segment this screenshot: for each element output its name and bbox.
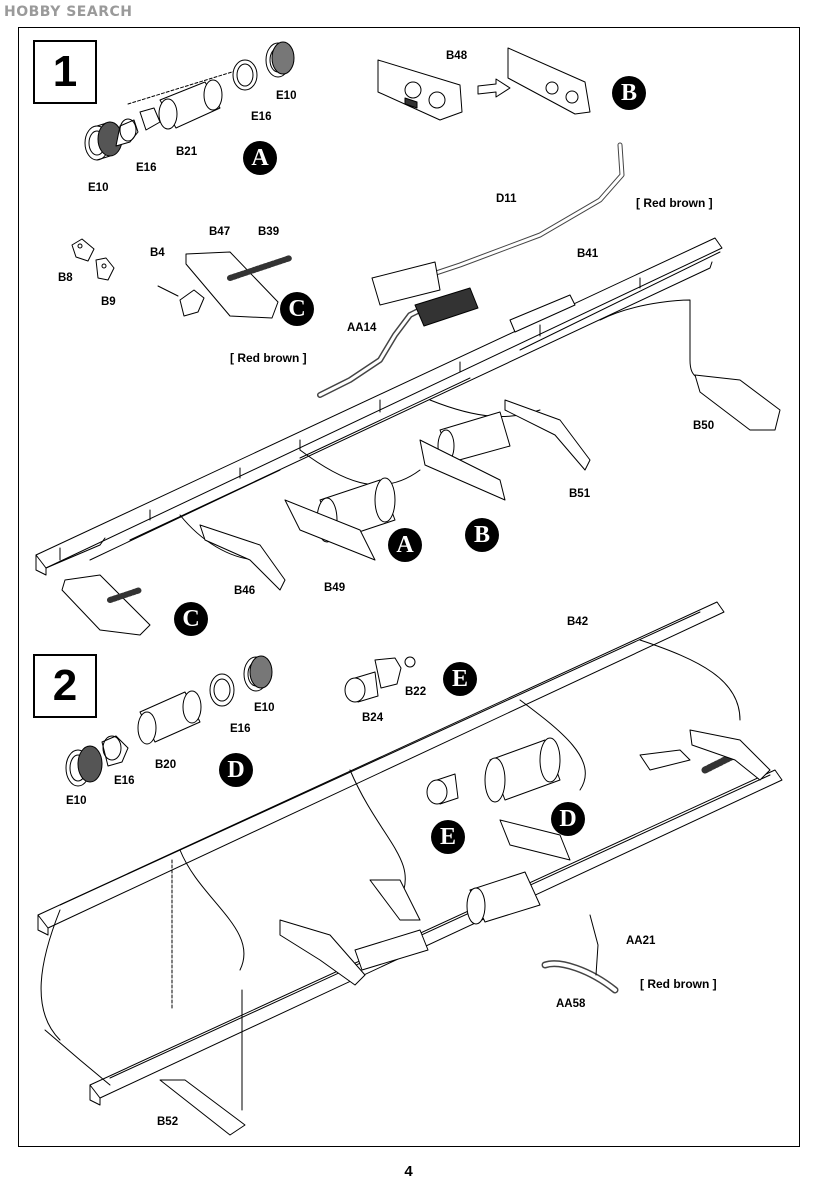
red-brown-note: [ Red brown ] — [636, 196, 713, 210]
callout-b: B — [465, 518, 499, 552]
part-e16-label: E16 — [251, 111, 272, 123]
callout-c: C — [280, 292, 314, 326]
b8-b9-drawing — [72, 239, 114, 280]
callout-d: D — [551, 802, 585, 836]
part-e10-label: E10 — [66, 795, 87, 807]
part-e16-label: E16 — [230, 723, 251, 735]
part-aa21-label: AA21 — [626, 935, 656, 947]
step-2-badge: 2 — [33, 654, 97, 718]
callout-a: A — [243, 141, 277, 175]
callout-e: E — [443, 662, 477, 696]
watermark-logo: HOBBY SEARCH — [4, 4, 133, 20]
part-b48-label: B48 — [446, 50, 468, 62]
callout-e: E — [431, 820, 465, 854]
part-aa14-label: AA14 — [347, 322, 377, 334]
subassembly-a-drawing — [85, 42, 294, 160]
part-b20-label: B20 — [155, 759, 177, 771]
part-b4-label: B4 — [150, 247, 165, 259]
part-b39-label: B39 — [258, 226, 280, 238]
frame-1-drawing — [36, 238, 780, 635]
b48-bracket-drawing — [378, 48, 590, 120]
part-e10-label: E10 — [88, 182, 109, 194]
part-b52-label: B52 — [157, 1116, 179, 1128]
part-b21-label: B21 — [176, 146, 198, 158]
page-number: 4 — [404, 1163, 413, 1180]
red-brown-note: [ Red brown ] — [640, 977, 717, 991]
part-b47-label: B47 — [209, 226, 231, 238]
part-e10-label: E10 — [276, 90, 297, 102]
part-b42-label: B42 — [567, 616, 589, 628]
part-aa58-label: AA58 — [556, 998, 586, 1010]
part-b8-label: B8 — [58, 272, 73, 284]
callout-b: B — [612, 76, 646, 110]
red-brown-note: [ Red brown ] — [230, 351, 307, 365]
part-b41-label: B41 — [577, 248, 599, 260]
part-d11-label: D11 — [496, 193, 517, 205]
callout-a: A — [388, 528, 422, 562]
part-b9-label: B9 — [101, 296, 116, 308]
part-b22-label: B22 — [405, 686, 427, 698]
callout-d: D — [219, 753, 253, 787]
callout-c: C — [174, 602, 208, 636]
b22-b24-drawing — [345, 657, 415, 702]
b47-b39-drawing — [158, 252, 290, 318]
part-b46-label: B46 — [234, 585, 256, 597]
part-e10-label: E10 — [254, 702, 275, 714]
page-frame — [18, 27, 800, 1147]
part-b24-label: B24 — [362, 712, 384, 724]
part-e16-label: E16 — [136, 162, 157, 174]
part-b49-label: B49 — [324, 582, 346, 594]
subassembly-d-drawing — [66, 656, 272, 786]
frame-2-drawing — [38, 602, 782, 1135]
part-e16-label: E16 — [114, 775, 135, 787]
step-1-badge: 1 — [33, 40, 97, 104]
part-b50-label: B50 — [693, 420, 715, 432]
part-b51-label: B51 — [569, 488, 591, 500]
